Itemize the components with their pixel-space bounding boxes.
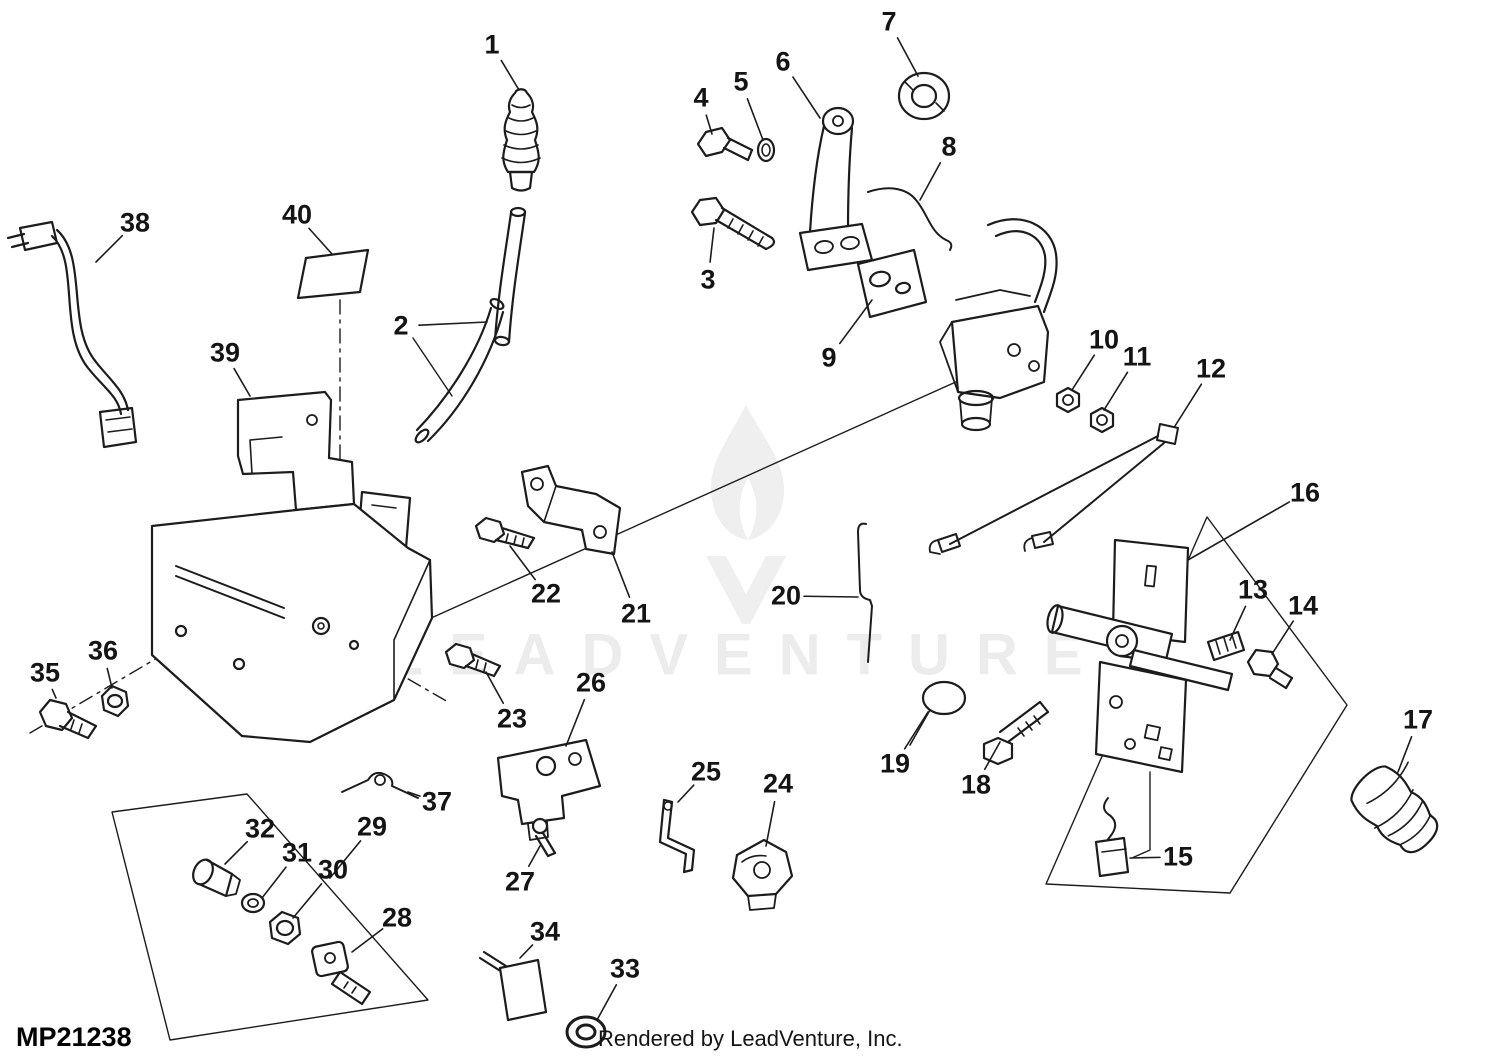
part-16-bracket-assembly — [1046, 538, 1234, 774]
part-callout-22[interactable]: 22 — [530, 578, 562, 609]
part-34-key — [478, 950, 548, 1022]
part-callout-18[interactable]: 18 — [960, 769, 992, 800]
rendered-by-credit: Rendered by LeadVenture, Inc. — [598, 1026, 903, 1051]
part-32-bushing — [192, 858, 241, 898]
part-callout-13[interactable]: 13 — [1237, 574, 1269, 605]
watermark-flame-icon — [710, 405, 785, 540]
part-26-switch-bracket — [496, 738, 602, 841]
part-callout-35[interactable]: 35 — [29, 657, 61, 688]
part-15-clip — [1094, 797, 1130, 878]
part-25-terminal — [658, 798, 696, 874]
part-36-nut — [100, 684, 130, 718]
part-callout-15[interactable]: 15 — [1162, 841, 1194, 872]
part-callout-25[interactable]: 25 — [690, 756, 722, 787]
part-40-label-plate — [296, 248, 370, 300]
part-callout-23[interactable]: 23 — [496, 703, 528, 734]
part-20-choke-rod — [857, 522, 873, 663]
part-39-control-console — [150, 390, 434, 744]
part-callout-4[interactable]: 4 — [693, 82, 709, 113]
part-callout-32[interactable]: 32 — [244, 813, 276, 844]
part-9-gasket — [856, 248, 928, 319]
assembly-reference-lines — [29, 299, 1348, 1041]
part-callout-9[interactable]: 9 — [821, 342, 837, 373]
drawing-number: MP21238 — [16, 1022, 132, 1052]
part-4-cap-screw — [696, 126, 754, 162]
part-callout-31[interactable]: 31 — [281, 837, 313, 868]
part-callout-16[interactable]: 16 — [1289, 477, 1321, 508]
part-3-cap-screw — [690, 196, 776, 251]
part-13-spring-pin — [1206, 630, 1246, 662]
part-callout-20[interactable]: 20 — [770, 580, 802, 611]
part-callout-39[interactable]: 39 — [209, 337, 241, 368]
part-callout-26[interactable]: 26 — [575, 667, 607, 698]
part-33-grommet — [565, 1015, 607, 1049]
part-38-wiring-lead — [6, 220, 138, 449]
part-callout-2[interactable]: 2 — [393, 310, 409, 341]
part-22-screw — [474, 516, 536, 550]
part-callout-17[interactable]: 17 — [1402, 704, 1434, 735]
enclosure-box-29 — [111, 793, 429, 1041]
part-callout-21[interactable]: 21 — [620, 598, 652, 629]
part-callout-27[interactable]: 27 — [504, 866, 536, 897]
part-callout-38[interactable]: 38 — [119, 207, 151, 238]
part-1-knob — [501, 88, 541, 192]
part-10-nut — [1055, 386, 1081, 414]
part-35-bolt — [38, 698, 98, 740]
part-30-nut — [268, 910, 302, 946]
watermark-text: LEADVENTURE — [387, 622, 1109, 688]
part-7-bushing — [897, 71, 951, 121]
part-27-screw — [531, 817, 557, 858]
part-callout-30[interactable]: 30 — [317, 854, 349, 885]
part-callout-11[interactable]: 11 — [1122, 341, 1152, 372]
part-callout-6[interactable]: 6 — [775, 46, 791, 77]
watermark-v-icon — [706, 556, 786, 624]
part-callout-14[interactable]: 14 — [1287, 590, 1319, 621]
part-23-screw — [444, 642, 502, 678]
part-callout-7[interactable]: 7 — [881, 6, 897, 37]
part-12-throttle-cables — [928, 423, 1179, 555]
part-callout-1[interactable]: 1 — [484, 29, 500, 60]
part-callout-37[interactable]: 37 — [421, 786, 453, 817]
enclosure-box-16 — [1045, 516, 1348, 894]
part-callout-29[interactable]: 29 — [356, 811, 388, 842]
part-callout-28[interactable]: 28 — [381, 902, 413, 933]
part-callout-40[interactable]: 40 — [281, 199, 313, 230]
part-28-key — [311, 940, 372, 1006]
part-callout-8[interactable]: 8 — [941, 131, 957, 162]
part-6-governor-arm — [798, 106, 874, 272]
part-8-spring-wire — [867, 187, 953, 251]
part-17-knob-grip — [1350, 761, 1439, 854]
part-5-washer — [756, 137, 776, 163]
part-carburetor — [939, 218, 1058, 432]
part-11-nut — [1089, 406, 1115, 434]
part-callout-5[interactable]: 5 — [733, 66, 749, 97]
part-callout-24[interactable]: 24 — [762, 768, 794, 799]
part-24-ignition-switch — [731, 838, 794, 911]
part-callout-33[interactable]: 33 — [609, 953, 641, 984]
part-callout-19[interactable]: 19 — [879, 748, 911, 779]
part-callout-36[interactable]: 36 — [87, 635, 119, 666]
part-callout-34[interactable]: 34 — [529, 916, 561, 947]
part-19-grommet — [909, 680, 967, 746]
part-37-clip — [341, 771, 419, 799]
part-callout-10[interactable]: 10 — [1088, 324, 1120, 355]
callout-leader-lines — [51, 37, 1413, 1021]
part-21-bracket — [520, 464, 622, 556]
part-31-washer — [240, 892, 266, 914]
part-2-fuel-line — [414, 206, 527, 444]
part-callout-12[interactable]: 12 — [1195, 353, 1227, 384]
part-18-screw — [982, 700, 1050, 766]
part-callout-3[interactable]: 3 — [700, 264, 716, 295]
part-14-cap-screw — [1246, 648, 1294, 690]
